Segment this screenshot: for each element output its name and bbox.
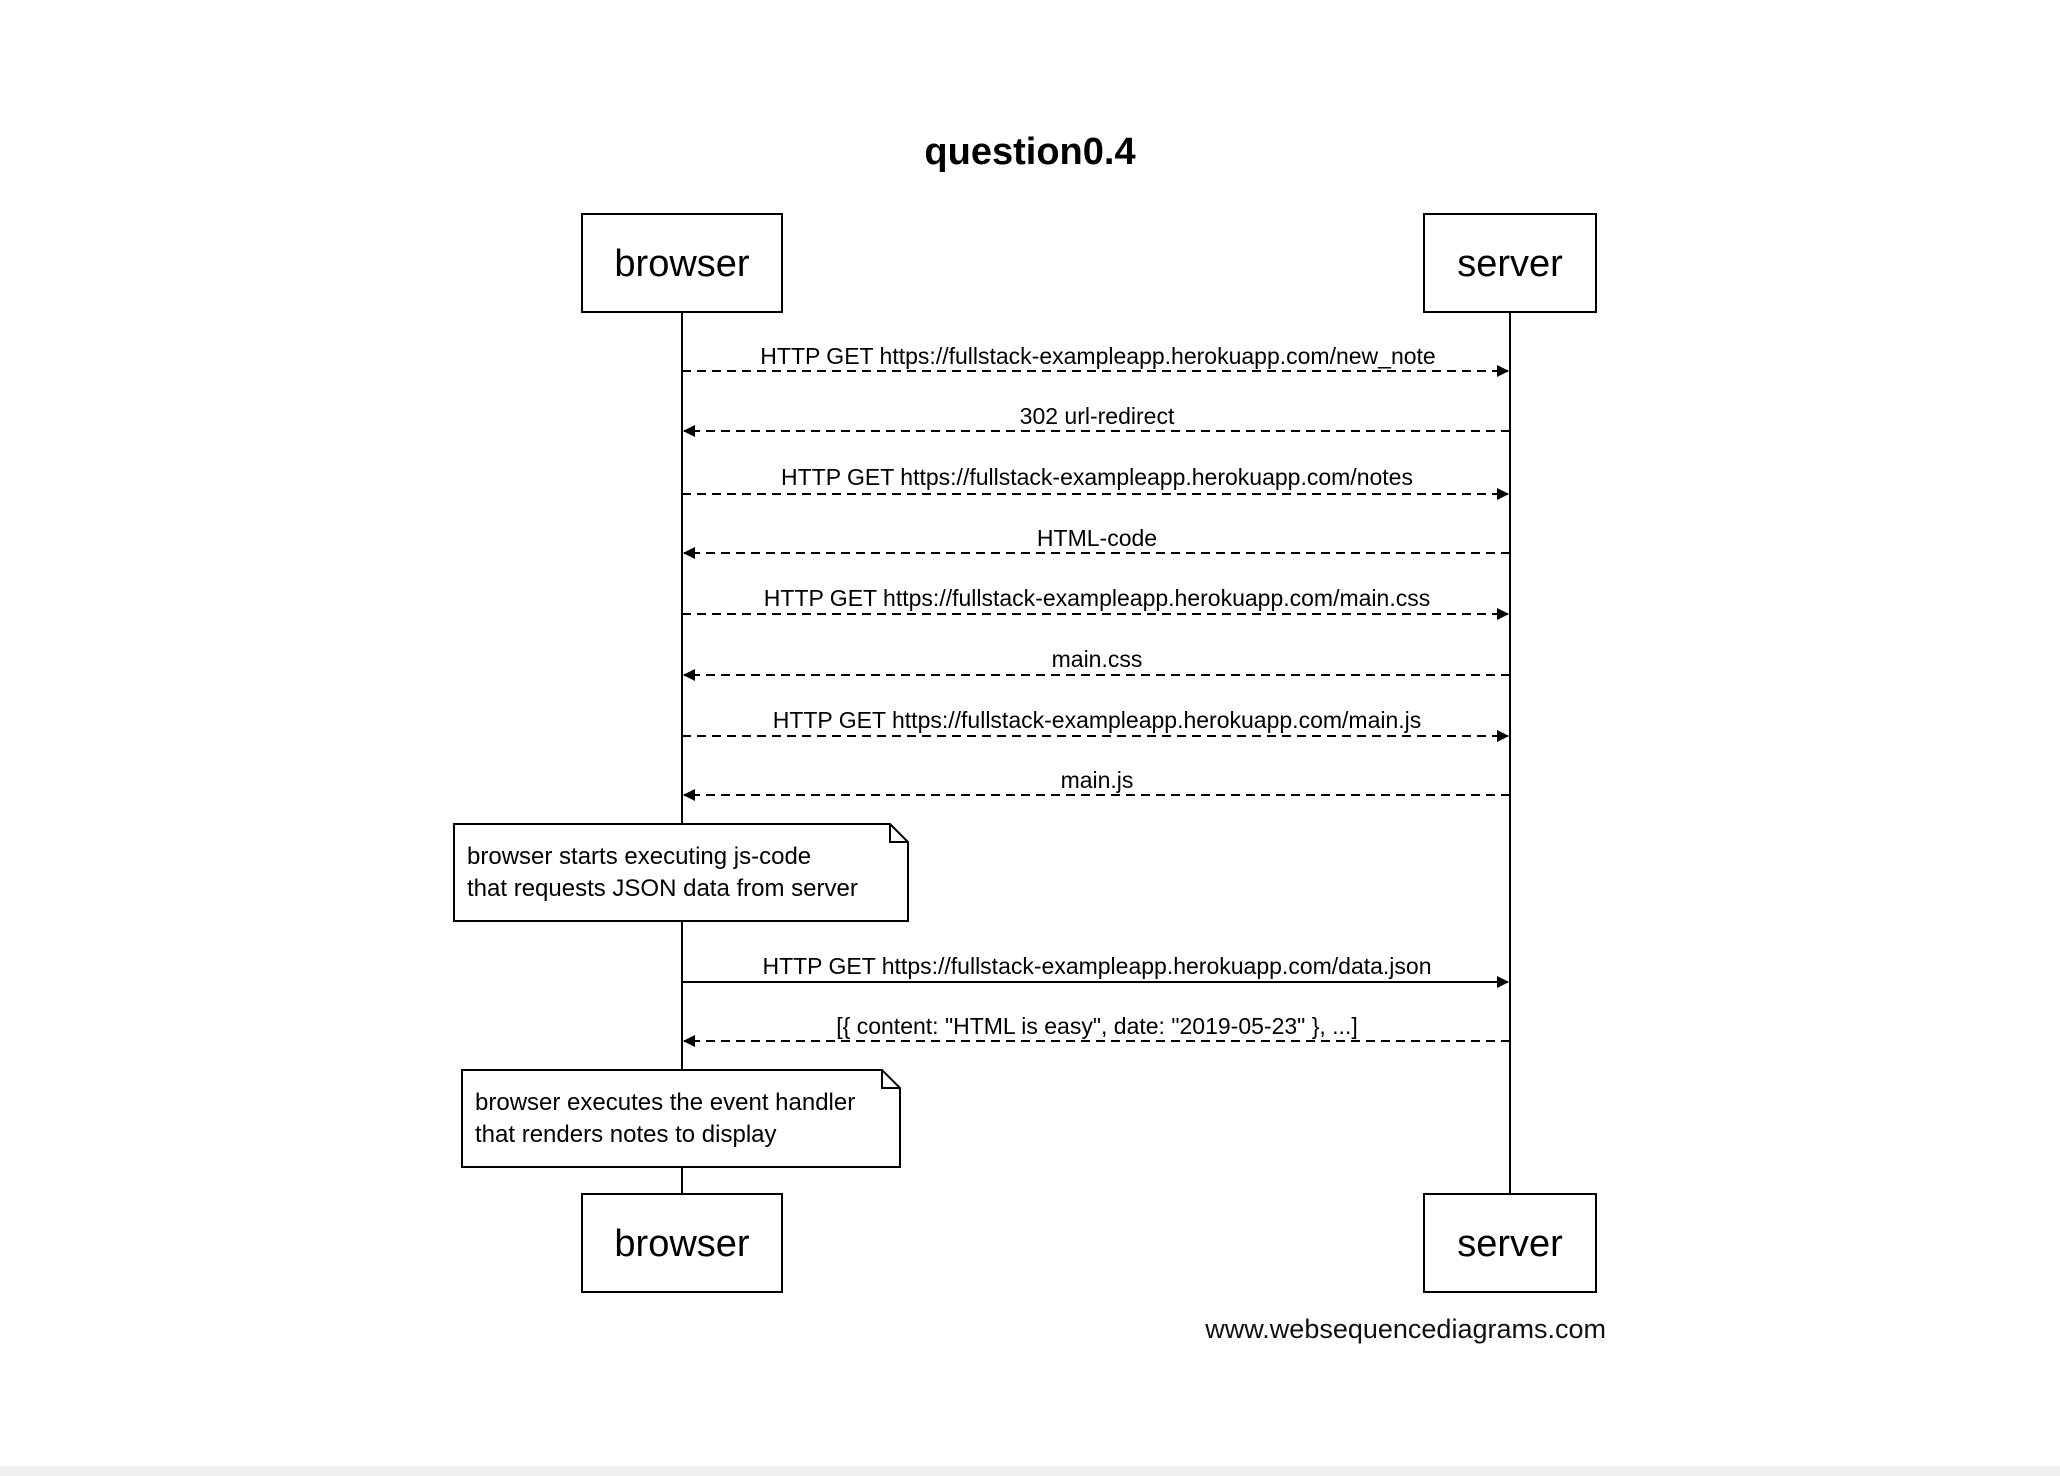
message-9-label: HTTP GET https://fullstack-exampleapp.he… xyxy=(762,953,1431,979)
message-6-label: main.css xyxy=(1052,646,1143,672)
message-8: main.js xyxy=(683,767,1510,801)
participant-server-bottom-label: server xyxy=(1457,1223,1563,1265)
message-5: HTTP GET https://fullstack-exampleapp.he… xyxy=(682,585,1509,620)
message-2: 302 url-redirect xyxy=(683,403,1510,437)
message-4-label: HTML-code xyxy=(1037,525,1157,551)
participant-server-bottom: server xyxy=(1423,1193,1597,1293)
page-bottom-bar xyxy=(0,1466,2060,1476)
diagram-title: question0.4 xyxy=(924,131,1135,173)
message-4: HTML-code xyxy=(683,525,1510,559)
note-2-line-1: browser executes the event handler xyxy=(475,1089,855,1116)
message-10-label: [{ content: "HTML is easy", date: "2019-… xyxy=(836,1013,1357,1039)
message-3-label: HTTP GET https://fullstack-exampleapp.he… xyxy=(781,464,1413,490)
participant-server-top-label: server xyxy=(1457,243,1563,285)
note-1: browser starts executing js-code that re… xyxy=(453,823,909,922)
message-10: [{ content: "HTML is easy", date: "2019-… xyxy=(683,1013,1510,1047)
message-7-label: HTTP GET https://fullstack-exampleapp.he… xyxy=(773,707,1422,733)
note-2-line-2: that renders notes to display xyxy=(475,1121,777,1148)
participant-browser-top-label: browser xyxy=(614,243,749,285)
message-3: HTTP GET https://fullstack-exampleapp.he… xyxy=(682,464,1509,500)
message-1: HTTP GET https://fullstack-exampleapp.he… xyxy=(682,343,1509,377)
message-8-label: main.js xyxy=(1061,767,1134,793)
message-7: HTTP GET https://fullstack-exampleapp.he… xyxy=(682,707,1509,742)
message-1-label: HTTP GET https://fullstack-exampleapp.he… xyxy=(760,343,1435,369)
message-5-label: HTTP GET https://fullstack-exampleapp.he… xyxy=(764,585,1430,611)
message-2-label: 302 url-redirect xyxy=(1020,403,1175,429)
participant-browser-bottom-label: browser xyxy=(614,1223,749,1265)
message-9: HTTP GET https://fullstack-exampleapp.he… xyxy=(682,953,1509,988)
participant-browser-bottom: browser xyxy=(581,1193,783,1293)
participant-browser-top: browser xyxy=(581,213,783,313)
watermark: www.websequencediagrams.com xyxy=(1204,1314,1606,1344)
participant-server-top: server xyxy=(1423,213,1597,313)
message-6: main.css xyxy=(683,646,1510,681)
note-1-line-1: browser starts executing js-code xyxy=(467,843,811,870)
note-1-line-2: that requests JSON data from server xyxy=(467,875,858,902)
note-2: browser executes the event handler that … xyxy=(461,1069,901,1168)
